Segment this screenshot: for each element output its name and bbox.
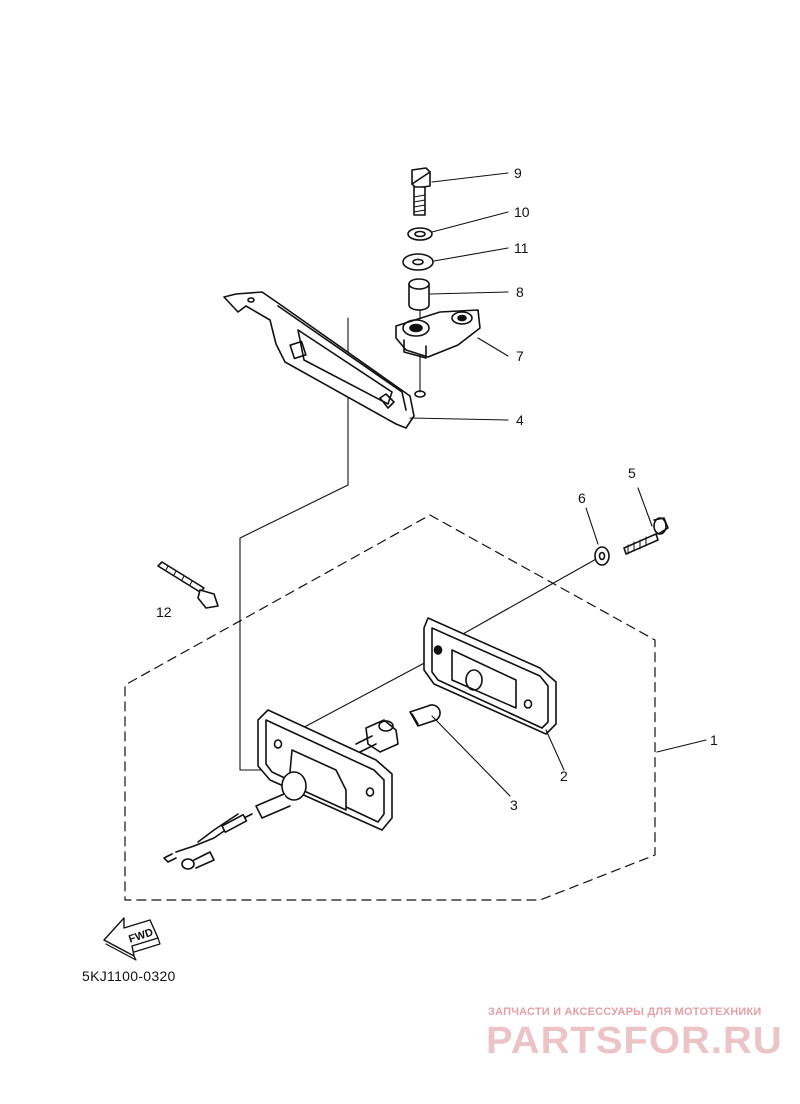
- callout-9: 9: [514, 165, 522, 181]
- callout-11: 11: [514, 240, 529, 256]
- collar-8: [408, 278, 430, 311]
- washer-6: [594, 546, 610, 566]
- watermark-tagline: ЗАПЧАСТИ И АКСЕССУАРЫ ДЛЯ МОТОТЕХНИКИ: [488, 1006, 762, 1018]
- lock-washer-10: [407, 227, 433, 241]
- assembly-outline: [124, 514, 656, 901]
- callout-10: 10: [514, 204, 530, 220]
- callout-2: 2: [560, 768, 568, 784]
- alignment-line: [437, 557, 599, 649]
- callout-6: 6: [578, 490, 586, 506]
- license-light-housing-1: [163, 709, 399, 870]
- bolt-9: [411, 167, 431, 216]
- alignment-line: [239, 317, 349, 771]
- bracket-4: [223, 291, 426, 429]
- callout-8: 8: [516, 284, 524, 300]
- drawing-code: 5KJ1100-0320: [82, 968, 176, 984]
- watermark-logo: PARTSFOR.RU: [486, 1020, 783, 1062]
- callout-12: 12: [156, 604, 172, 620]
- callout-5: 5: [628, 465, 636, 481]
- flat-washer-11: [402, 253, 434, 271]
- callout-4: 4: [516, 412, 524, 428]
- cable-tie-12: [157, 561, 219, 609]
- fwd-arrow-icon: [103, 917, 161, 961]
- callout-1: 1: [710, 732, 718, 748]
- lens-2: [423, 617, 557, 735]
- callout-7: 7: [516, 348, 524, 364]
- screw-5: [623, 517, 669, 555]
- callout-3: 3: [510, 797, 518, 813]
- stay-7: [395, 309, 481, 359]
- bulb-3: [409, 704, 441, 727]
